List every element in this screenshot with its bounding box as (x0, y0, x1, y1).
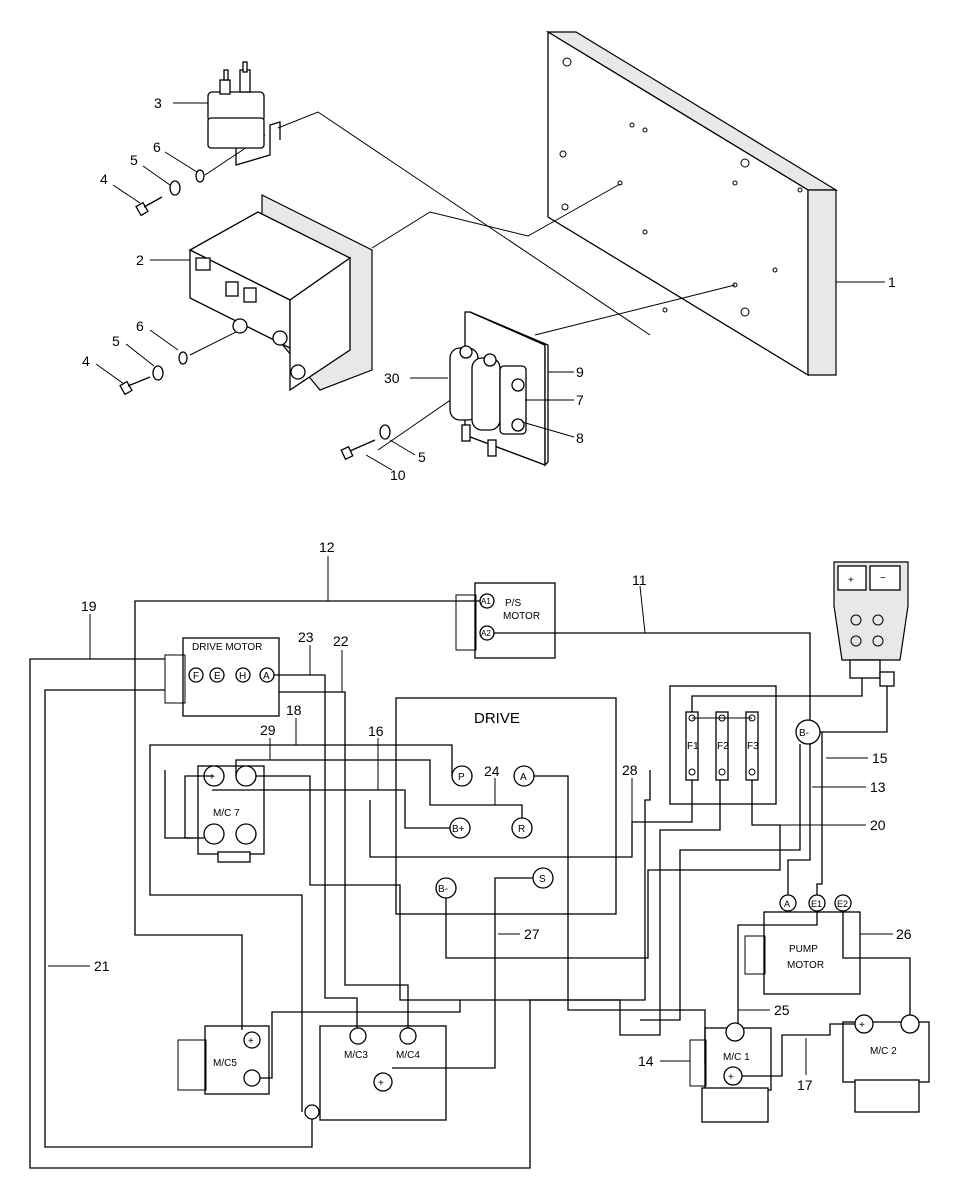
pump-motor-label-1: PUMP (789, 944, 818, 955)
callout-1: 1 (888, 274, 896, 290)
callout-16: 16 (368, 723, 384, 739)
ps-motor-label-1: P/S (505, 598, 521, 609)
bottom-hardware (340, 424, 391, 461)
callout-5b: 5 (112, 333, 120, 349)
mc1-label: M/C 1 (723, 1052, 750, 1063)
drive-motor-title: DRIVE MOTOR (192, 642, 262, 653)
fuse-f2: F2 (717, 741, 729, 752)
callout-20: 20 (870, 817, 886, 833)
mc1-plus: + (728, 1072, 734, 1083)
middle-hardware (119, 351, 188, 396)
mc4-label: M/C4 (396, 1050, 420, 1061)
callout-4a: 4 (100, 171, 108, 187)
callout-11: 11 (632, 572, 647, 588)
callout-5a: 5 (130, 152, 138, 168)
callout-19: 19 (81, 598, 97, 614)
mc5-plus: + (248, 1036, 254, 1047)
contactor (207, 61, 281, 166)
callout-21: 21 (94, 958, 110, 974)
top-hardware (135, 169, 205, 217)
pump-a: A (784, 899, 790, 909)
callout-26: 26 (896, 926, 912, 942)
callout-9: 9 (576, 364, 584, 380)
pump-motor: A E1 E2 PUMP MOTOR (744, 894, 861, 995)
drive-motor-h: H (239, 671, 246, 682)
callout-22: 22 (333, 633, 349, 649)
wiring-callouts: 12 11 19 23 22 18 29 16 24 28 15 13 20 (48, 539, 912, 1093)
wiring-schematic: A1 A2 P/S MOTOR DRIVE MOTOR F E H A DRIV… (29, 539, 930, 1169)
mc5-label: M/C5 (213, 1058, 237, 1069)
mc34-plus: + (378, 1078, 384, 1089)
connector-plus: + (848, 575, 854, 586)
callout-8: 8 (576, 430, 584, 446)
callout-30: 30 (384, 370, 400, 386)
drive-r: R (518, 824, 525, 835)
callout-18: 18 (286, 702, 302, 718)
fuse-f1: F1 (687, 741, 699, 752)
mc1: M/C 1 + (689, 1022, 772, 1123)
drive-a: A (520, 772, 527, 783)
battery-connector: + − (833, 561, 909, 687)
drive-motor-f: F (193, 671, 199, 682)
wires (29, 600, 911, 1169)
callout-5c: 5 (418, 449, 426, 465)
drive-bplus: B+ (452, 824, 465, 835)
drive-title: DRIVE (474, 710, 520, 727)
callout-24: 24 (484, 763, 500, 779)
ps-motor: A1 A2 P/S MOTOR (455, 582, 556, 659)
callout-10: 10 (390, 467, 406, 483)
callout-14: 14 (638, 1053, 654, 1069)
mc7-label: M/C 7 (213, 808, 240, 819)
mc2-plus: + (859, 1020, 865, 1031)
drive-motor-a: A (263, 671, 270, 682)
drive-p: P (458, 772, 465, 783)
fuse-block: F1 F2 F3 (669, 685, 777, 805)
ps-motor-label-2: MOTOR (503, 611, 540, 622)
exploded-assembly: 1 3 4 5 6 (82, 30, 896, 483)
callout-6a: 6 (153, 139, 161, 155)
b-minus-label: B- (799, 728, 809, 739)
pump-e2: E2 (837, 899, 848, 909)
mc3-mc4: M/C3 M/C4 + (319, 1025, 447, 1121)
mc7: + M/C 7 (197, 765, 265, 863)
b-minus-terminal: B- (795, 719, 821, 745)
callout-25: 25 (774, 1002, 790, 1018)
connector-minus: − (880, 573, 886, 584)
drive-s: S (539, 874, 546, 885)
drive-motor: DRIVE MOTOR F E H A (164, 637, 280, 717)
callout-15: 15 (872, 750, 888, 766)
fuse-f3: F3 (747, 741, 759, 752)
callout-6b: 6 (136, 318, 144, 334)
callout-3: 3 (154, 95, 162, 111)
mc2-label: M/C 2 (870, 1046, 897, 1057)
callout-7: 7 (576, 392, 584, 408)
mc5: M/C5 + (177, 1025, 270, 1095)
drive-bminus: B- (438, 884, 448, 895)
pump-e1: E1 (811, 899, 822, 909)
callout-2: 2 (136, 252, 144, 268)
callout-29: 29 (260, 722, 276, 738)
callout-12: 12 (319, 539, 335, 555)
mc2: + M/C 2 (842, 1014, 930, 1113)
relay-assembly (449, 311, 549, 467)
callout-28: 28 (622, 762, 638, 778)
drive-motor-e: E (214, 671, 221, 682)
ps-a2-label: A2 (481, 629, 491, 638)
callout-27: 27 (524, 926, 540, 942)
drive-controller: DRIVE P A B+ R S B- (395, 697, 617, 915)
callout-17: 17 (797, 1077, 813, 1093)
callout-4b: 4 (82, 353, 90, 369)
ps-a1-label: A1 (481, 597, 491, 606)
controller (188, 194, 373, 392)
mounting-plate (545, 30, 839, 377)
mc7-plus: + (209, 772, 215, 783)
callout-13: 13 (870, 779, 886, 795)
pump-motor-label-2: MOTOR (787, 960, 824, 971)
callout-23: 23 (298, 629, 314, 645)
mc3-label: M/C3 (344, 1050, 368, 1061)
